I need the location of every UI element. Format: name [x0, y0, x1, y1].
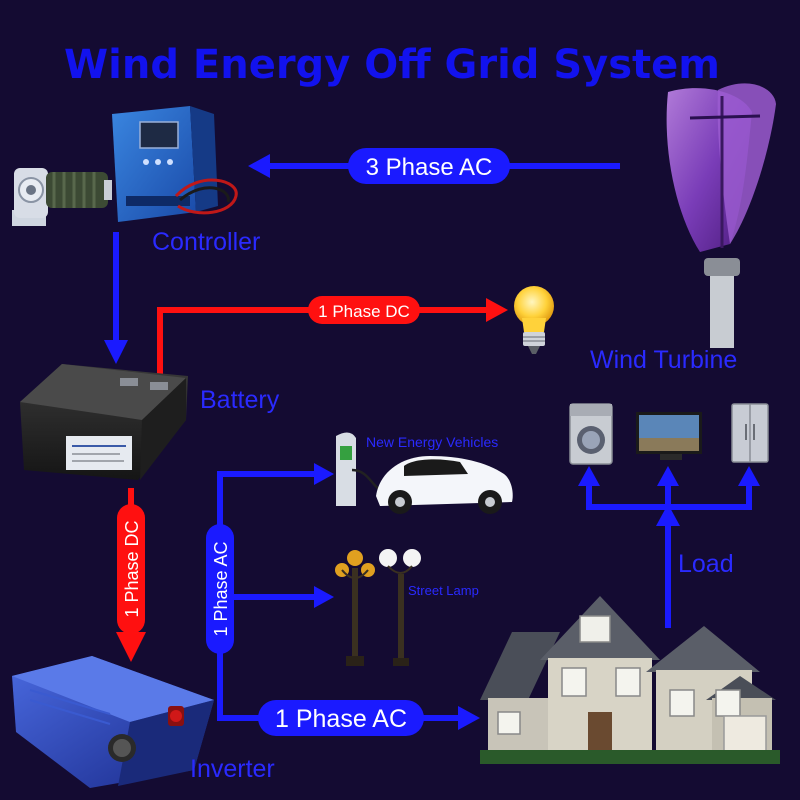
television-icon: [636, 412, 702, 460]
diagram-title: Wind Energy Off Grid System: [64, 42, 720, 88]
house-icon: [480, 596, 780, 764]
washing-machine-icon: [569, 403, 613, 465]
load-label: Load: [678, 550, 734, 578]
ev-charger-icon: [336, 432, 385, 506]
refrigerator-icon: [731, 403, 769, 463]
inverter-label: Inverter: [190, 755, 275, 783]
pill-1-phase-ac-bottom-text: 1 Phase AC: [275, 705, 407, 733]
wind-turbine-icon: [666, 83, 776, 348]
inverter-icon: [12, 656, 214, 788]
line-house-to-load: [578, 466, 760, 628]
pill-1-phase-ac-vertical-text: 1 Phase AC: [211, 541, 231, 636]
line-controller-to-battery: [104, 232, 128, 364]
street-lamp-label: Street Lamp: [408, 583, 479, 598]
controller-label: Controller: [152, 228, 260, 256]
pill-1-phase-dc-top-text: 1 Phase DC: [318, 302, 410, 321]
electric-car-icon: [376, 456, 513, 514]
pill-1-phase-dc-vertical-text: 1 Phase DC: [122, 520, 142, 617]
pill-3-phase-ac: 3 Phase AC: [348, 148, 510, 184]
wind-turbine-label: Wind Turbine: [590, 346, 737, 374]
controller-icon: [112, 106, 238, 222]
battery-label: Battery: [200, 386, 280, 414]
battery-icon: [20, 364, 188, 480]
pill-1-phase-dc-vertical: 1 Phase DC: [117, 504, 145, 634]
pill-3-phase-ac-text: 3 Phase AC: [366, 154, 493, 181]
ev-label: New Energy Vehicles: [366, 434, 498, 450]
pill-1-phase-ac-vertical: 1 Phase AC: [206, 524, 234, 654]
pill-1-phase-dc-top: 1 Phase DC: [308, 296, 420, 324]
pill-1-phase-ac-bottom: 1 Phase AC: [258, 700, 424, 736]
dump-resistor-icon: [12, 168, 112, 226]
light-bulb-icon: [514, 286, 554, 354]
street-lamp-icon: [335, 549, 421, 666]
